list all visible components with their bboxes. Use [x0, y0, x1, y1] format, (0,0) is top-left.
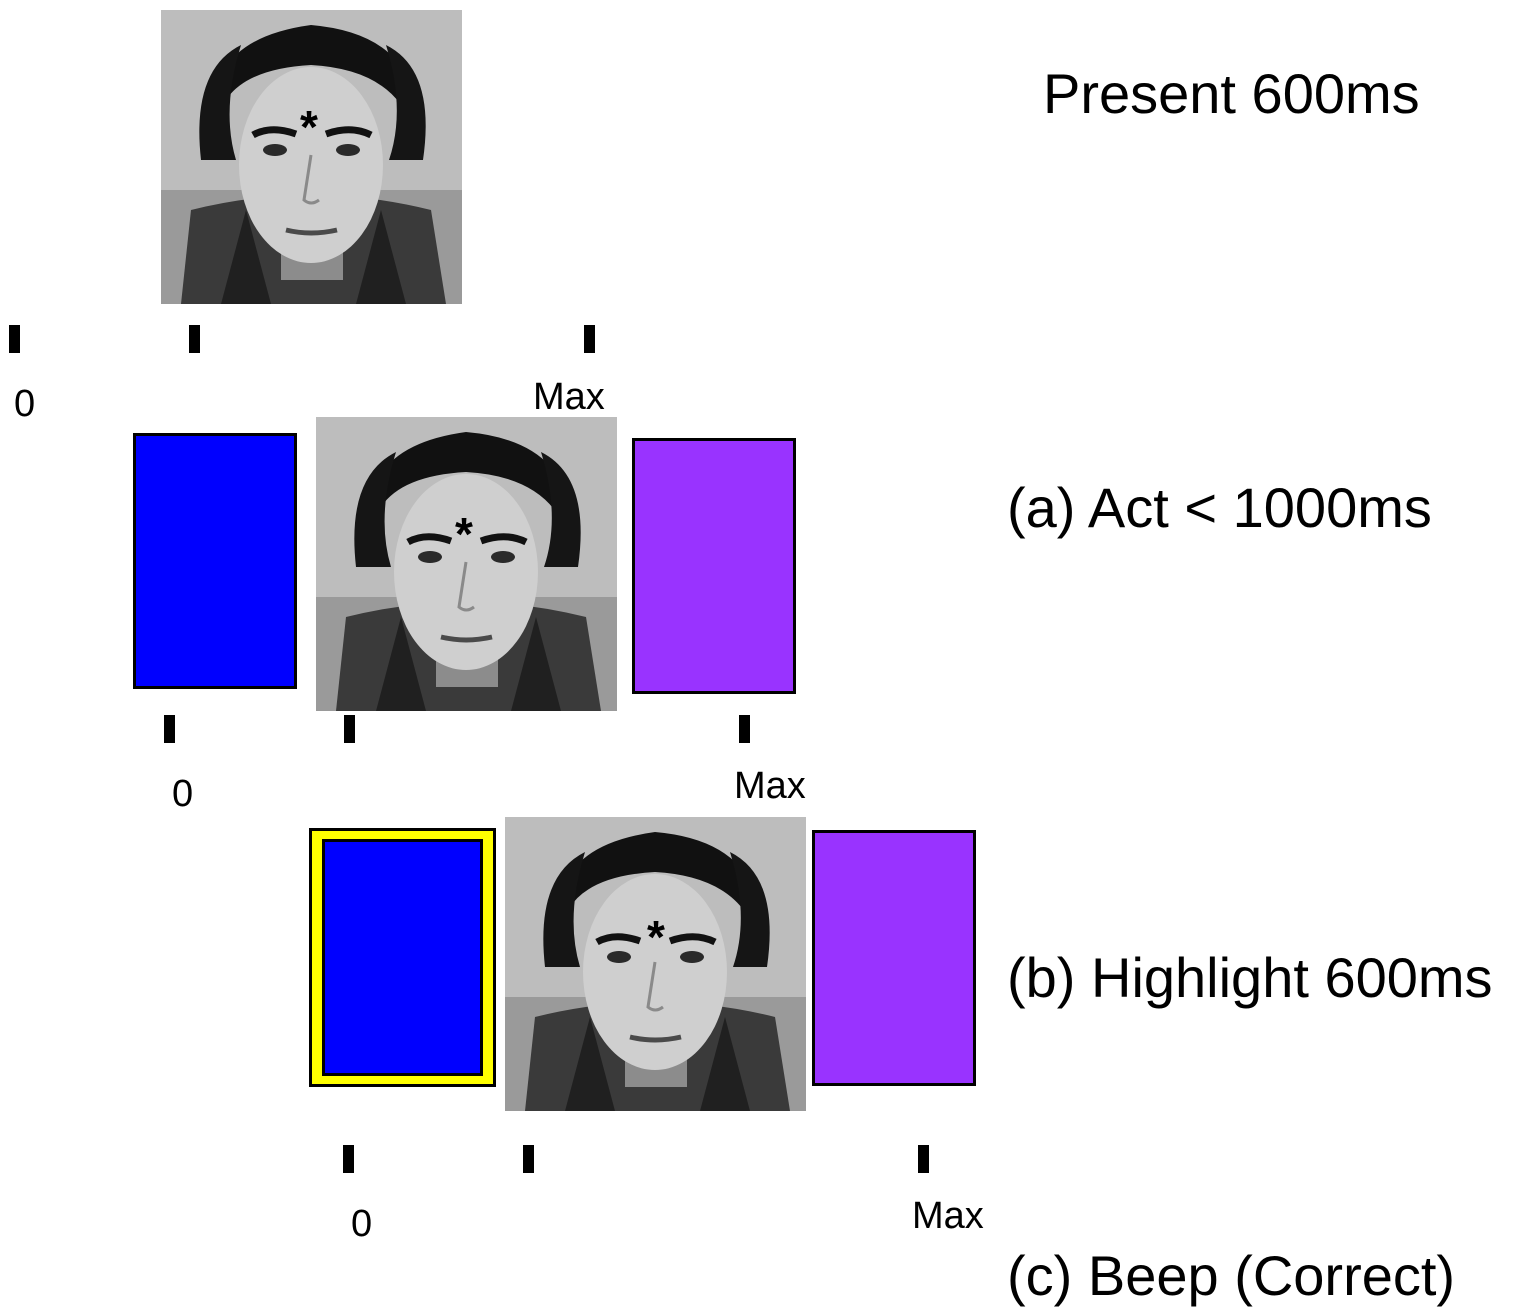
- face-photo: [161, 10, 462, 304]
- scale-max-label: Max: [734, 765, 806, 807]
- scale-max-label: Max: [533, 376, 605, 418]
- face-stimulus-act: [316, 417, 617, 711]
- scale-min-label: 0: [351, 1203, 373, 1245]
- scale-max-label: Max: [912, 1195, 984, 1237]
- scale-tick-mid: [523, 1145, 534, 1173]
- scale-min-label: 0: [14, 383, 36, 425]
- scale-tick-mid: [189, 325, 200, 353]
- step-label-act: (a) Act < 1000ms: [1007, 476, 1432, 539]
- right-option-box[interactable]: [812, 830, 976, 1086]
- fixation-marker: *: [647, 911, 665, 963]
- scale-tick-min: [164, 715, 175, 743]
- step-label-present: Present 600ms: [1043, 62, 1420, 125]
- left-option-box[interactable]: [133, 433, 297, 689]
- scale-tick-min: [9, 325, 20, 353]
- face-stimulus-highlight: [505, 817, 806, 1111]
- right-option-box[interactable]: [632, 438, 796, 694]
- step-label-beep: (c) Beep (Correct): [1007, 1244, 1456, 1307]
- scale-tick-min: [343, 1145, 354, 1173]
- scale-tick-max: [584, 325, 595, 353]
- left-option-box-selected[interactable]: [322, 839, 483, 1076]
- scale-tick-mid: [344, 715, 355, 743]
- face-stimulus-present: [161, 10, 462, 304]
- face-photo: [505, 817, 806, 1111]
- scale-tick-max: [918, 1145, 929, 1173]
- fixation-marker: *: [455, 508, 473, 560]
- fixation-marker: *: [300, 101, 318, 153]
- step-label-highlight: (b) Highlight 600ms: [1007, 946, 1493, 1009]
- face-photo: [316, 417, 617, 711]
- highlight-frame: [309, 828, 496, 1087]
- scale-min-label: 0: [172, 773, 194, 815]
- scale-tick-max: [739, 715, 750, 743]
